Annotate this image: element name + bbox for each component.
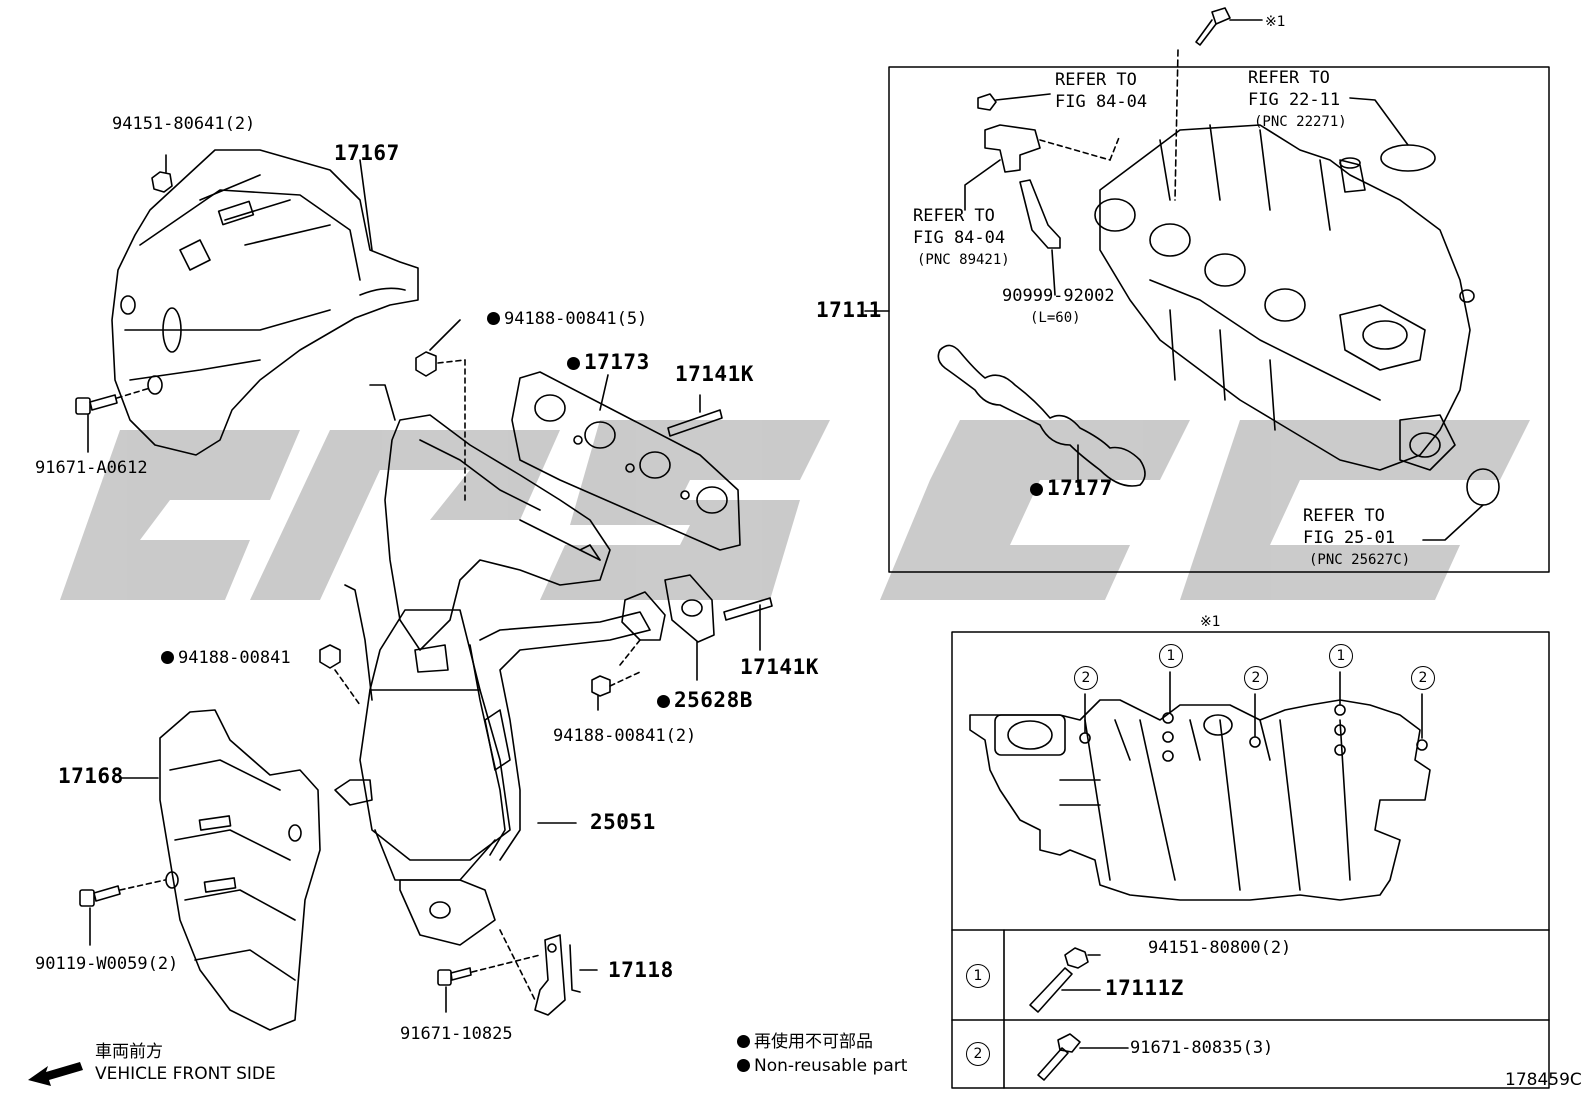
refer-22-11-line2: FIG 22-11 (1248, 90, 1341, 110)
legend-non-reusable-jp: 再使用不可部品 (737, 1032, 873, 1052)
bolt-layout-box (951, 631, 1550, 1089)
refer-22-11-line1: REFER TO (1248, 68, 1330, 88)
refer-84-04-b-pnc: (PNC 89421) (917, 252, 1010, 268)
label-90119-W0059: 90119-W0059(2) (35, 954, 179, 974)
label-17167: 17167 (334, 141, 400, 165)
leader-17167 (359, 159, 373, 251)
refer-84-04-a-line1: REFER TO (1055, 70, 1137, 90)
intake-manifold-17111 (1094, 124, 1475, 471)
gasket-25628B (664, 574, 715, 681)
label-94188-00841-2: 94188-00841(2) (553, 726, 697, 746)
callout-1-b: 1 (1329, 644, 1353, 668)
bracket-17118 (499, 929, 598, 1016)
callout-2-legend: 2 (966, 1042, 990, 1066)
leader-17173 (599, 374, 609, 411)
label-17111Z: 17111Z (1105, 976, 1184, 1000)
note-mark-box: ※1 (1200, 614, 1221, 630)
bolt-91671-A0612 (75, 387, 151, 453)
label-94151-80800: 94151-80800(2) (1148, 938, 1292, 958)
label-91671-10825: 91671-10825 (400, 1024, 513, 1044)
label-17168: 17168 (58, 764, 124, 788)
figure-code: 178459C (1505, 1070, 1582, 1090)
nut-94188-00841 (319, 644, 361, 706)
refer-25-01-line2: FIG 25-01 (1303, 528, 1396, 548)
intake-manifold-front-view (969, 671, 1431, 901)
hose-90999-92002 (1019, 179, 1061, 296)
refer-84-04-b-line2: FIG 84-04 (913, 228, 1006, 248)
refer-84-04-a-line2: FIG 84-04 (1055, 92, 1148, 112)
vehicle-front-arrow-icon (28, 1062, 83, 1086)
label-90999-length: (L=60) (1030, 310, 1081, 326)
nut-94151-80641 (151, 154, 173, 193)
bolt-top-note (1174, 7, 1263, 201)
callout-2-b: 2 (1244, 666, 1268, 690)
bolt-91671-80835 (1037, 1033, 1129, 1081)
front-label-jp: 車両前方 (95, 1042, 163, 1062)
gasket-17173 (511, 371, 741, 551)
stud-17141K-upper (667, 394, 723, 437)
bolt-91671-10825 (437, 954, 541, 1013)
front-label-en: VEHICLE FRONT SIDE (95, 1064, 276, 1084)
heat-insulator-17167 (111, 149, 419, 456)
refer-25-01-line1: REFER TO (1303, 506, 1385, 526)
pipe-flange (619, 591, 666, 666)
stud-17141K-lower (723, 597, 773, 651)
heat-insulator-17168 (119, 709, 321, 1031)
label-25628B: 25628B (657, 690, 753, 711)
label-17118: 17118 (608, 958, 674, 982)
label-17177: 17177 (1030, 478, 1113, 499)
label-17111: 17111 (816, 298, 882, 322)
label-90999-92002: 90999-92002 (1002, 286, 1115, 306)
nut-94188-00841-2 (591, 671, 641, 711)
callout-2-a: 2 (1074, 666, 1098, 690)
note-mark-top: ※1 (1265, 14, 1286, 30)
vsv-89421 (964, 124, 1121, 211)
refer-84-04-b-line1: REFER TO (913, 206, 995, 226)
oring-22271 (1349, 97, 1436, 172)
watermark-logo (60, 420, 1530, 600)
callout-2-c: 2 (1411, 666, 1435, 690)
label-91671-80835: 91671-80835(3) (1130, 1038, 1274, 1058)
intake-manifold-box (888, 66, 1550, 573)
label-91671-A0612: 91671-A0612 (35, 458, 148, 478)
legend-non-reusable-en: Non-reusable part (737, 1056, 907, 1076)
label-25051: 25051 (590, 810, 656, 834)
stud-nut-17111Z (1029, 947, 1101, 1013)
refer-25-01-pnc: (PNC 25627C) (1309, 552, 1411, 568)
label-17141K-upper: 17141K (675, 362, 754, 386)
label-17141K-lower: 17141K (740, 655, 819, 679)
label-94188-00841-5: 94188-00841(5) (487, 309, 647, 329)
label-94151-80641: 94151-80641(2) (112, 114, 256, 134)
callout-1-legend: 1 (966, 964, 990, 988)
bolt-refer-84-04 (977, 93, 1051, 111)
refer-22-11-pnc: (PNC 22271) (1254, 114, 1347, 130)
label-94188-00841: 94188-00841 (161, 648, 291, 668)
callout-1-a: 1 (1159, 644, 1183, 668)
exhaust-manifold-converter-25051 (334, 384, 651, 946)
oring-25627C (1422, 468, 1500, 541)
bolt-90119-W0059 (79, 879, 166, 946)
nut-94188-00841-5 (415, 319, 466, 501)
label-17173: 17173 (567, 352, 650, 373)
